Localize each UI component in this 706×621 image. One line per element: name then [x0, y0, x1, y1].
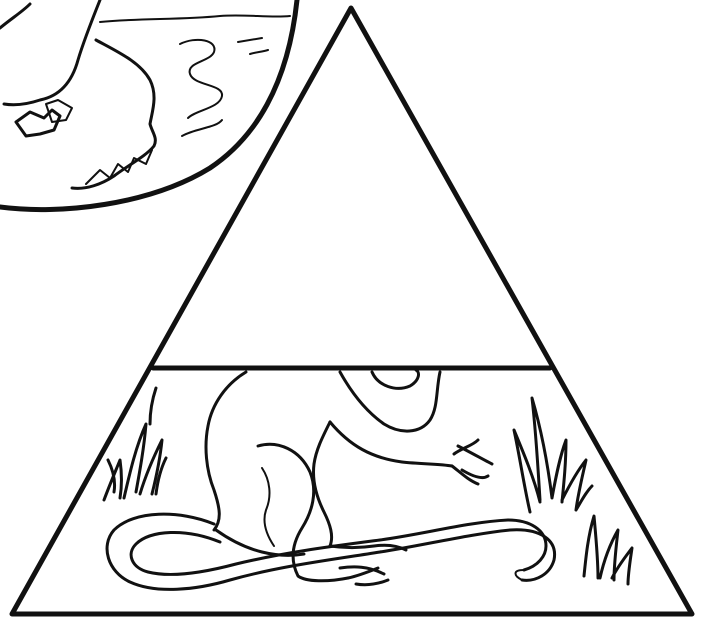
mouse-hind-foot	[340, 567, 388, 585]
mouse-head	[340, 372, 440, 431]
circle-water-ripple-2	[182, 120, 222, 136]
pyramid	[12, 8, 692, 614]
circle-vignette	[0, 0, 297, 210]
circle-water-ripple-4	[250, 50, 268, 54]
circle-animal-body	[0, 0, 100, 105]
circle-water-ripple-1	[180, 40, 222, 118]
grass-right	[514, 398, 632, 584]
grass-left	[104, 388, 166, 500]
circle-animal-hoof-1	[16, 110, 60, 136]
mouse-belly	[313, 422, 331, 546]
circle-horizon	[100, 15, 290, 22]
mouse-knee	[262, 468, 274, 546]
circle-border	[0, 0, 297, 210]
pyramid-outline	[12, 8, 692, 614]
mouse-tail-tip	[516, 570, 525, 580]
mouse-back	[206, 372, 246, 530]
mouse-ear	[372, 370, 418, 388]
mouse-paw-front	[452, 440, 492, 484]
circle-water-ripple-3	[238, 38, 262, 42]
grass-right-lower-blades	[584, 516, 632, 584]
mouse-drawing	[107, 370, 555, 589]
circle-animal-leg	[72, 40, 155, 188]
grass-left-blades	[104, 388, 166, 500]
